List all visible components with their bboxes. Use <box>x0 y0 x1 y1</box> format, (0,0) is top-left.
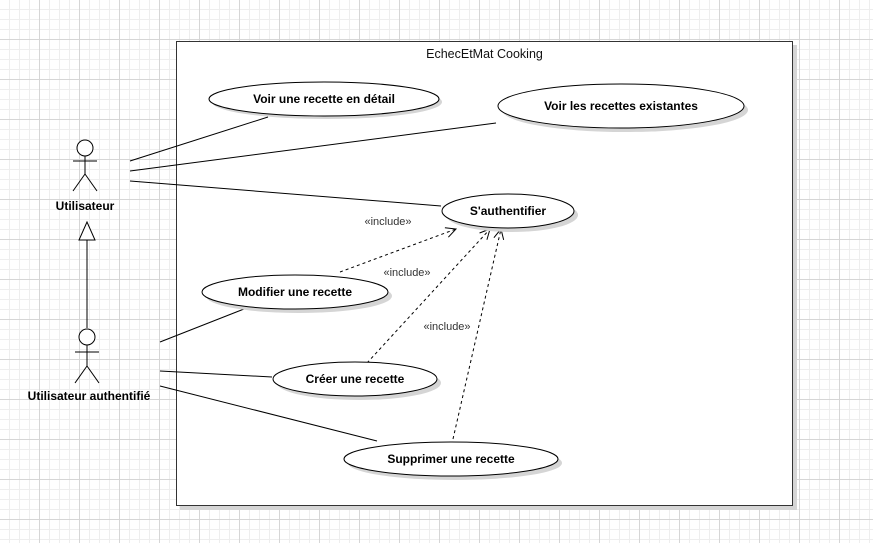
association-auth-modifier[interactable] <box>159 308 245 343</box>
include-label-modifier: «include» <box>363 216 413 228</box>
association-auth-creer[interactable] <box>159 370 273 378</box>
generalization-arrowhead <box>78 220 96 241</box>
actor-utilisateur-authentifie-figure[interactable] <box>74 328 100 384</box>
use-case-voir-existantes[interactable] <box>497 83 745 129</box>
include-arrow-modifier[interactable] <box>339 229 456 273</box>
include-label-supprimer: «include» <box>422 321 472 333</box>
include-label-creer: «include» <box>382 267 432 279</box>
use-case-creer[interactable] <box>272 361 438 397</box>
use-case-voir-detail[interactable] <box>208 81 440 117</box>
use-case-authentifier[interactable] <box>441 193 575 229</box>
association-auth-supprimer[interactable] <box>159 385 378 442</box>
use-case-label-voir-existantes: Voir les recettes existantes <box>544 99 698 113</box>
association-utilisateur-voir-detail[interactable] <box>129 116 269 162</box>
actor-label-utilisateur: Utilisateur <box>55 199 115 213</box>
association-utilisateur-voir-existantes[interactable] <box>129 122 497 172</box>
use-case-supprimer[interactable] <box>343 441 559 477</box>
system-title: EchecEtMat Cooking <box>426 47 543 61</box>
actor-label-utilisateur-authentifie: Utilisateur authentifié <box>27 389 151 403</box>
use-case-modifier[interactable] <box>201 274 389 310</box>
use-case-label-authentifier: S'authentifier <box>469 204 547 218</box>
include-arrow-supprimer[interactable] <box>452 229 501 440</box>
use-case-label-modifier: Modifier une recette <box>237 285 353 299</box>
include-arrow-creer[interactable] <box>366 229 490 364</box>
actor-utilisateur-figure[interactable] <box>72 139 98 192</box>
use-case-label-supprimer: Supprimer une recette <box>387 452 515 466</box>
use-case-label-voir-detail: Voir une recette en détail <box>253 92 395 106</box>
association-utilisateur-authentifier[interactable] <box>129 180 442 207</box>
use-case-label-creer: Créer une recette <box>305 372 405 386</box>
